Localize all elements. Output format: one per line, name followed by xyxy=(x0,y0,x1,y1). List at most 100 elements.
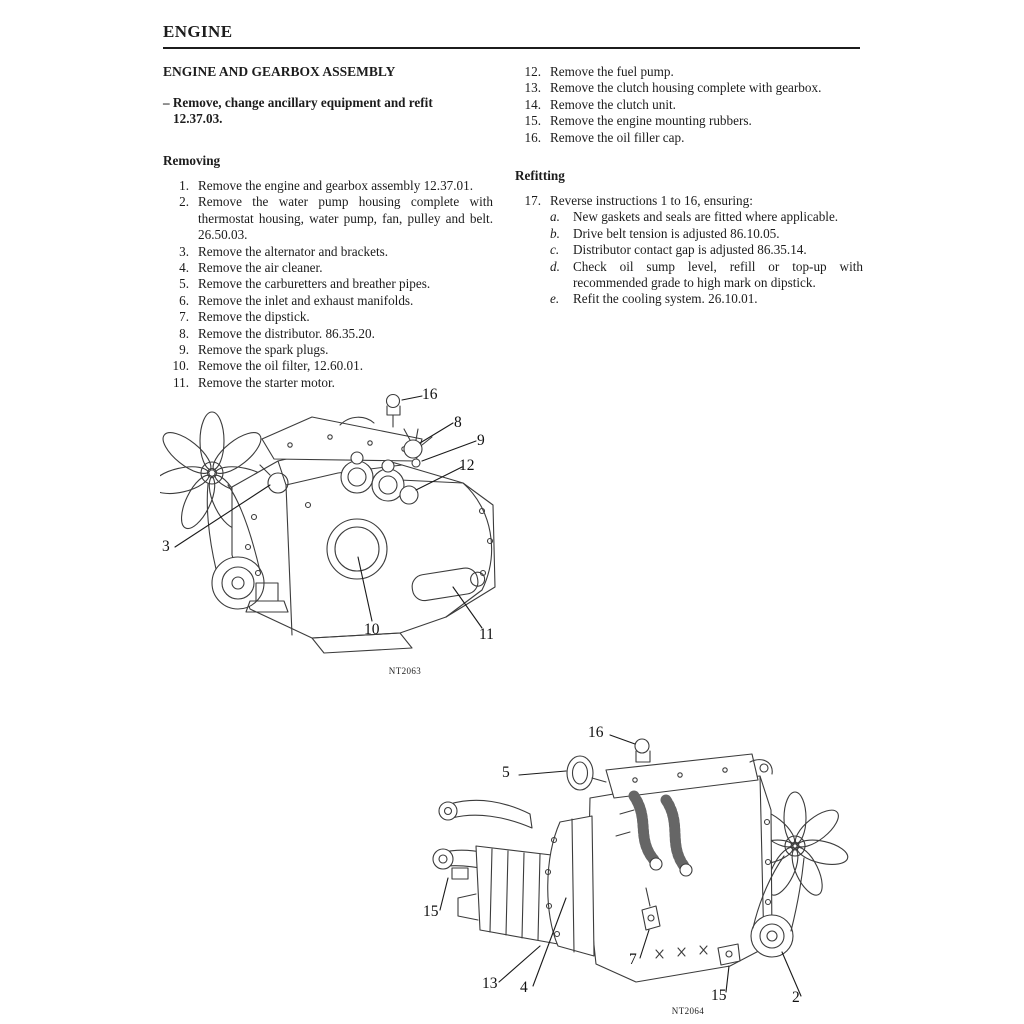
step-text: Remove the clutch housing complete with … xyxy=(550,80,822,96)
refit-step: 17. Reverse instructions 1 to 16, ensurin… xyxy=(515,193,863,209)
figure-callout: 11 xyxy=(479,626,494,643)
step-number: 5. xyxy=(179,276,189,292)
left-column: ENGINE AND GEARBOX ASSEMBLY – Remove, ch… xyxy=(163,64,493,391)
right-column: 12. Remove the fuel pump. 13. Remove the c… xyxy=(515,64,863,391)
step-number: 2. xyxy=(179,194,189,210)
removal-step: 10. Remove the oil filter, 12.60.01. xyxy=(163,358,493,374)
step-number: 14. xyxy=(524,96,541,112)
figure-callout: 8 xyxy=(454,414,462,431)
refitting-heading: Refitting xyxy=(515,168,565,184)
substep-text: Drive belt tension is adjusted 86.10.05. xyxy=(573,225,780,241)
figure-callout: 13 xyxy=(482,975,498,992)
substep-letter: e. xyxy=(550,291,560,307)
substep-letter: a. xyxy=(550,209,560,225)
removal-step: 12. Remove the fuel pump. xyxy=(515,64,863,80)
procedure-subtitle: – Remove, change ancillary equipment and… xyxy=(163,95,493,127)
step-number: 1. xyxy=(179,178,189,193)
step-text: Remove the oil filler cap. xyxy=(550,129,685,145)
figure-callout: 16 xyxy=(588,724,604,741)
step-text: Remove the oil filter, 12.60.01. xyxy=(198,358,364,374)
figure-callout: 16 xyxy=(422,386,438,403)
step-text: Remove the dipstick. xyxy=(198,309,310,325)
figure-callout: 4 xyxy=(520,979,528,996)
step-text: Remove the alternator and brackets. xyxy=(198,243,389,259)
removal-step: 6. Remove the inlet and exhaust manifolds… xyxy=(163,293,493,309)
removal-step: 7. Remove the dipstick. xyxy=(163,309,493,325)
figure-callout: 12 xyxy=(459,457,475,474)
step-number: 10. xyxy=(172,358,189,374)
step-text: Remove the air cleaner. xyxy=(198,260,323,276)
substep-text: New gaskets and seals are fitted where a… xyxy=(573,209,839,225)
removal-step: 14. Remove the clutch unit. xyxy=(515,97,863,113)
step-text: Remove the water pump housing complete w… xyxy=(198,194,493,243)
refit-substep: e. Refit the cooling system. 26.10.01. xyxy=(550,291,863,307)
figure-callout: 15 xyxy=(711,987,727,1004)
step-number: 9. xyxy=(179,342,189,358)
step-text: Remove the fuel pump. xyxy=(550,64,674,79)
step-text: Remove the clutch unit. xyxy=(550,96,676,112)
leader-lines xyxy=(439,734,802,997)
refit-substep: c. Distributor contact gap is adjusted 86… xyxy=(550,242,863,258)
figure-callout: 15 xyxy=(423,903,439,920)
removal-step: 5. Remove the carburetters and breather p… xyxy=(163,276,493,292)
figure-engine-front: 16 8 9 12 3 10 11 NT2063 xyxy=(160,385,540,685)
figure-callout: 9 xyxy=(477,432,485,449)
header-rule xyxy=(163,47,860,49)
substep-text: Check oil sump level, refill or top-up w… xyxy=(573,258,863,291)
figure-engine-rear: 16 5 15 13 4 7 15 2 NT2064 xyxy=(420,718,870,1018)
section-title: ENGINE AND GEARBOX ASSEMBLY xyxy=(163,64,396,79)
procedure-code: 12.37.03. xyxy=(173,111,223,126)
removal-step: 2. Remove the water pump housing complete… xyxy=(163,194,493,243)
step-number: 4. xyxy=(179,260,189,276)
removal-step: 13. Remove the clutch housing complete wi… xyxy=(515,80,863,96)
removal-step: 16. Remove the oil filler cap. xyxy=(515,130,863,146)
substep-letter: c. xyxy=(550,242,560,258)
step-number: 6. xyxy=(179,292,189,308)
step-number: 13. xyxy=(524,80,541,96)
removal-step: 4. Remove the air cleaner. xyxy=(163,260,493,276)
step-text: Remove the inlet and exhaust manifolds. xyxy=(198,292,414,308)
step-text: Reverse instructions 1 to 16, ensuring: xyxy=(550,193,753,209)
step-text: Remove the starter motor. xyxy=(198,374,335,390)
step-text: Remove the carburetters and breather pip… xyxy=(198,276,431,292)
page-header: ENGINE xyxy=(163,22,860,42)
removing-heading: Removing xyxy=(163,153,221,168)
substep-text: Refit the cooling system. 26.10.01. xyxy=(573,291,758,307)
step-text: Remove the engine mounting rubbers. xyxy=(550,113,752,129)
step-number: 15. xyxy=(524,113,541,129)
figure-caption: NT2063 xyxy=(388,666,422,676)
step-number: 11. xyxy=(173,374,189,390)
removal-step: 3. Remove the alternator and brackets. xyxy=(163,244,493,260)
engine-rear-drawing xyxy=(432,734,849,997)
figure-callout: 2 xyxy=(792,989,800,1006)
step-number: 17. xyxy=(524,193,541,209)
removal-step: 8.Remove the distributor. 86.35.20. xyxy=(163,326,493,342)
removal-step: 1. Remove the engine and gearbox assembly… xyxy=(163,178,493,194)
removal-step: 9. Remove the spark plugs. xyxy=(163,342,493,358)
fan-drawing xyxy=(160,411,273,530)
step-number: 7. xyxy=(179,309,189,325)
leader-lines xyxy=(174,395,483,629)
substep-letter: d. xyxy=(550,258,560,274)
engine-front-drawing xyxy=(160,393,496,654)
substep-letter: b. xyxy=(550,225,560,241)
removal-step: 15. Remove the engine mounting rubbers. xyxy=(515,113,863,129)
substep-text: Distributor contact gap is adjusted 86.3… xyxy=(573,242,807,258)
step-number: 3. xyxy=(179,243,189,259)
step-number: 16. xyxy=(524,129,541,145)
figure-callout: 5 xyxy=(502,764,510,781)
figure-callout: 7 xyxy=(629,951,637,968)
figure-caption: NT2064 xyxy=(671,1006,705,1016)
figure-callout: 10 xyxy=(364,621,380,638)
fan-drawing xyxy=(741,791,849,896)
page-title: ENGINE xyxy=(163,22,233,41)
step-number: 12. xyxy=(524,64,541,79)
procedure-subtitle-text: – Remove, change ancillary equipment and… xyxy=(163,95,433,110)
figure-callout: 3 xyxy=(162,538,170,555)
refit-substep: b. Drive belt tension is adjusted 86.10.0… xyxy=(550,226,863,242)
step-text: Remove the engine and gearbox assembly 1… xyxy=(198,178,474,193)
text-columns: ENGINE AND GEARBOX ASSEMBLY – Remove, ch… xyxy=(163,64,863,391)
removal-step: 11. Remove the starter motor. xyxy=(163,375,493,391)
step-text: Remove the spark plugs. xyxy=(198,342,329,358)
step-text: Remove the distributor. 86.35.20. xyxy=(198,325,375,341)
